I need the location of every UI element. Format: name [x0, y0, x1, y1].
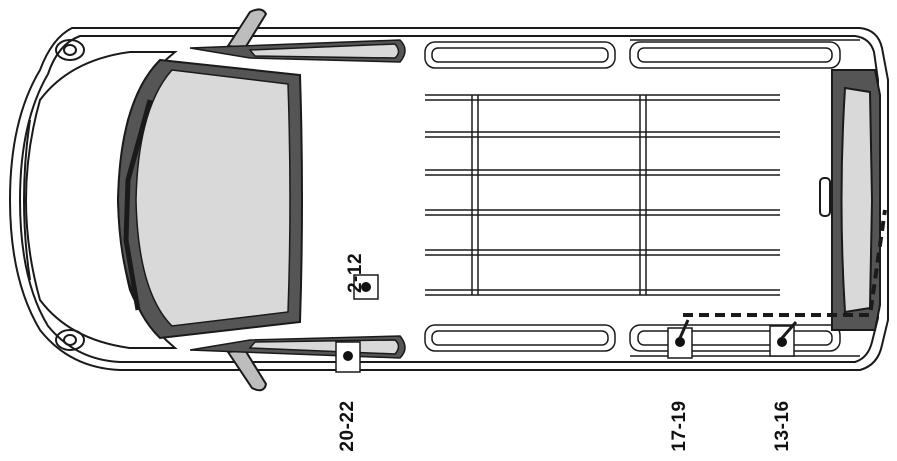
roof-rack — [425, 94, 780, 296]
callout-label-sliding-rear: 13-16 — [772, 400, 793, 452]
callout-label-front-wheel: 20-22 — [337, 400, 358, 452]
rear-window — [840, 86, 874, 314]
side-window-top-2-inner — [637, 47, 833, 63]
callout-leader — [780, 321, 798, 339]
rear-handle — [819, 177, 831, 217]
point-marker-icon — [361, 282, 371, 292]
side-window-bottom-2-inner — [637, 330, 833, 346]
headlight-left — [55, 39, 85, 61]
side-window-bottom-2 — [629, 324, 841, 352]
point-marker-icon — [777, 337, 787, 347]
side-window-top-1 — [424, 41, 616, 69]
side-window-bottom-1-inner — [431, 330, 609, 346]
grille-right — [23, 199, 31, 281]
callout-label-roof: 2-12 — [345, 252, 366, 294]
callout-label-sliding-front: 17-19 — [669, 400, 690, 452]
headlight-right — [55, 329, 85, 351]
rear-section — [819, 69, 881, 331]
callout-markers — [335, 274, 798, 373]
windshield-glass — [135, 69, 291, 327]
sliding-door-path — [683, 209, 887, 317]
point-marker-icon — [675, 337, 685, 347]
mirror-right — [226, 348, 268, 392]
grille-left — [23, 119, 31, 201]
front-door-bottom-glass — [248, 339, 400, 355]
headlight-left-inner — [63, 44, 77, 56]
front-door-top-glass — [248, 43, 400, 59]
side-window-bottom-1 — [424, 324, 616, 352]
mirror-left — [226, 8, 268, 50]
headlight-right-inner — [63, 334, 77, 346]
side-window-top-2 — [629, 41, 841, 69]
mirrors — [226, 8, 268, 392]
wiper-blade — [123, 99, 153, 311]
windshield — [116, 58, 303, 340]
point-marker-icon — [343, 351, 353, 361]
side-window-top-1-inner — [431, 47, 609, 63]
callout-leader — [678, 319, 690, 339]
